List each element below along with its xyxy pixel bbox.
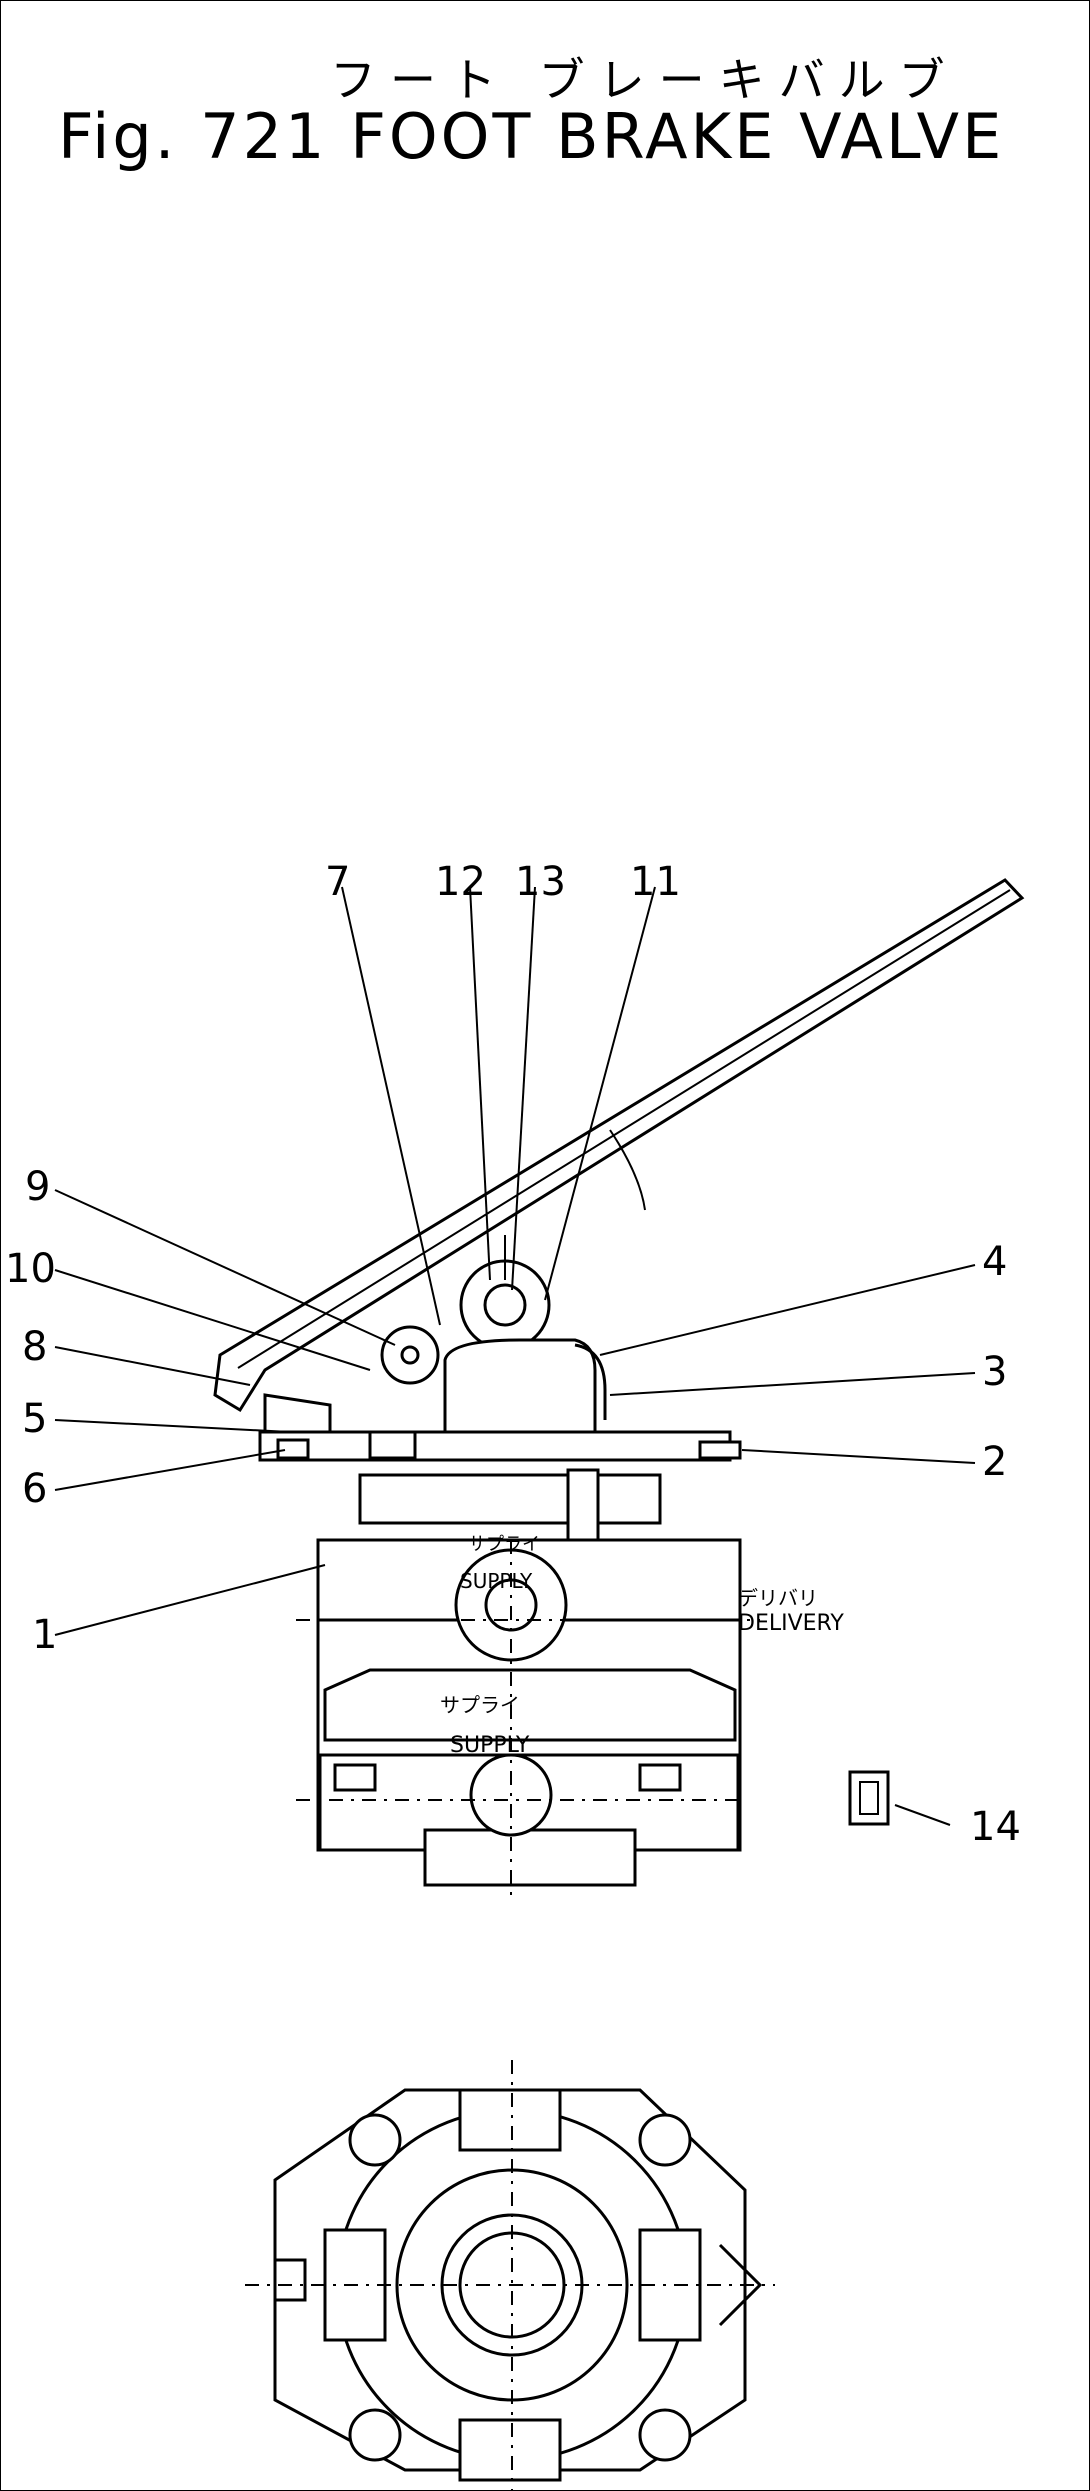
supply-top-label: SUPPLY	[460, 1569, 533, 1593]
callout-14: 14	[970, 1804, 1021, 1850]
pedal-roller	[459, 1235, 551, 1351]
base-plate	[258, 1430, 742, 1542]
delivery-label-jp: デリバリ	[738, 1586, 818, 1610]
valve-body	[296, 1538, 760, 1900]
delivery-label: DELIVERY	[738, 1611, 844, 1636]
bottom-view	[245, 2060, 775, 2491]
title-japanese: フート ブレーキバルブ	[330, 53, 959, 107]
callout-13: 13	[515, 859, 566, 905]
part-14-icon	[848, 1770, 890, 1826]
callout-2: 2	[982, 1439, 1007, 1485]
title-english: Fig. 721 FOOT BRAKE VALVE	[58, 100, 1005, 173]
supply-bottom-label: SUPPLY	[450, 1733, 530, 1758]
pedal-bracket	[263, 1325, 607, 1442]
callout-7: 7	[325, 859, 350, 905]
callout-11: 11	[630, 859, 681, 905]
callout-12: 12	[435, 859, 486, 905]
callout-3: 3	[982, 1349, 1007, 1395]
port-labels: デリバリ DELIVERY サプライ SUPPLY サプライ SUPPLY	[440, 1534, 844, 1758]
callout-8: 8	[22, 1324, 47, 1370]
callout-labels: 7 12 13 11 9 10 8 5 6 1 4 3 2 14	[5, 859, 1021, 1850]
supply-top-label-jp: サプライ	[468, 1534, 540, 1555]
callout-6: 6	[22, 1466, 47, 1512]
brake-pedal	[213, 878, 1025, 1413]
callout-10: 10	[5, 1246, 56, 1292]
callout-9: 9	[25, 1164, 50, 1210]
leader-lines	[54, 886, 976, 1826]
callout-1: 1	[32, 1612, 57, 1658]
supply-bottom-label-jp: サプライ	[440, 1693, 520, 1717]
callout-4: 4	[982, 1239, 1007, 1285]
callout-5: 5	[22, 1396, 47, 1442]
